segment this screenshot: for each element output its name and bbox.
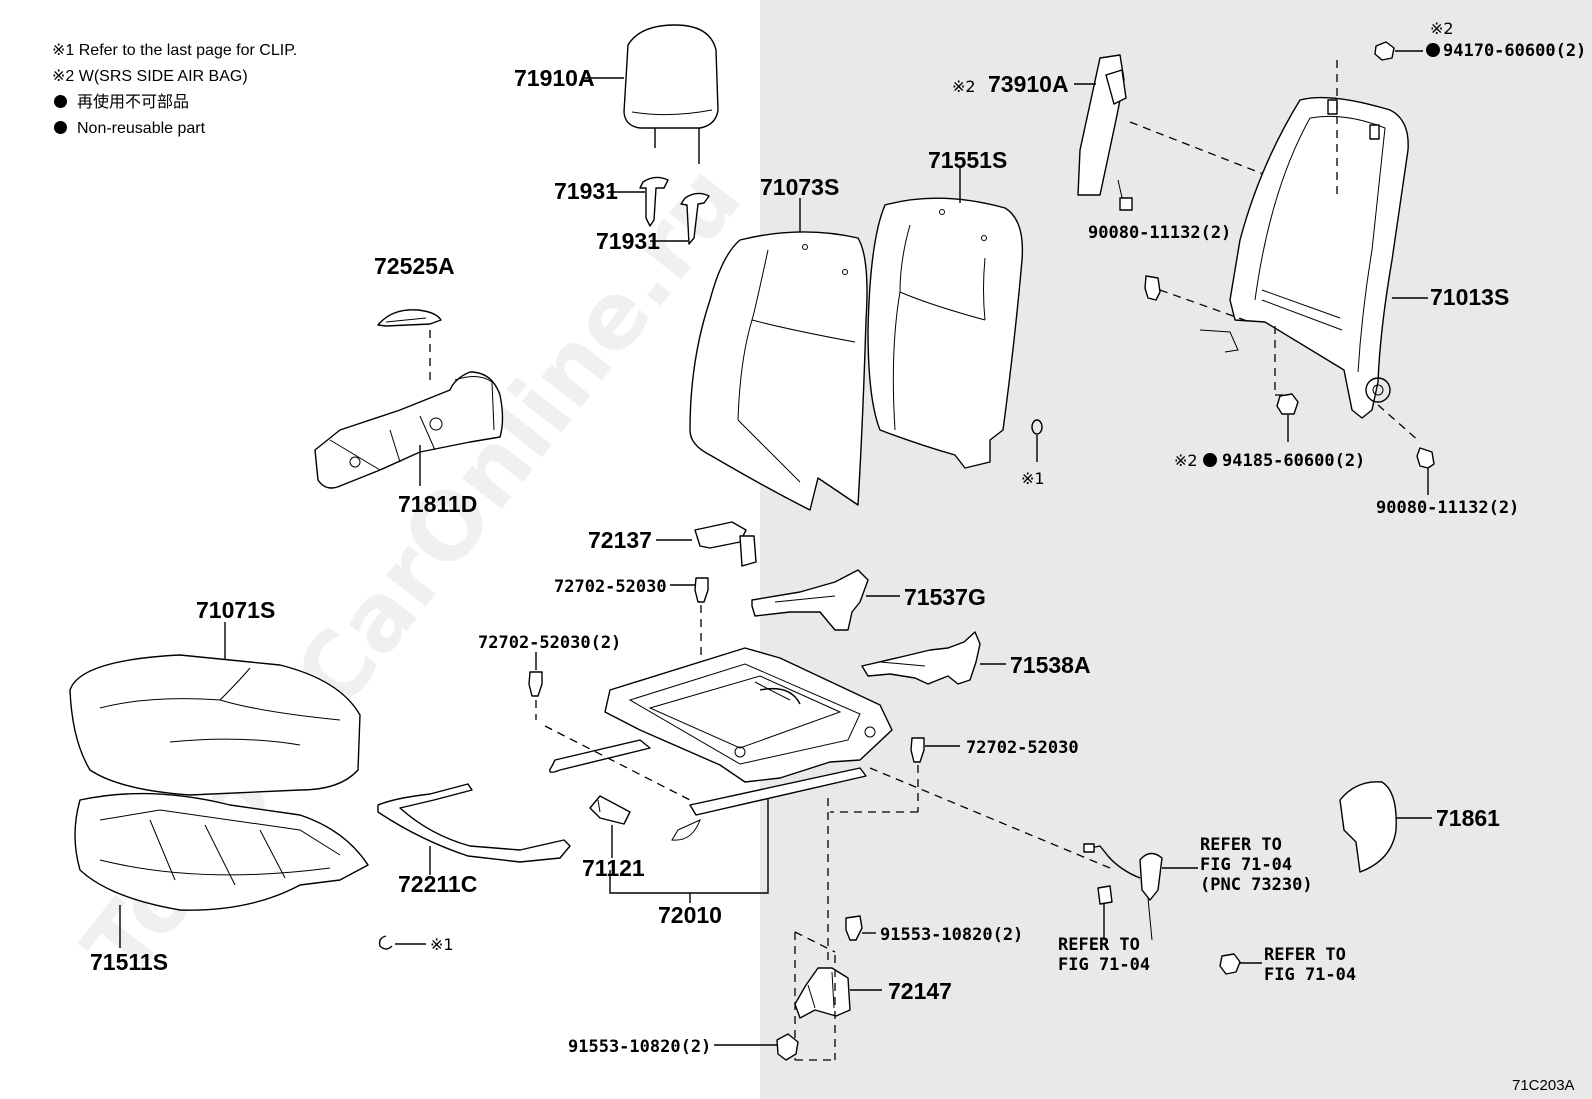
seatback-pad-drawing: [867, 197, 1024, 469]
dash-track-b: [869, 767, 1111, 869]
illustration-code: 71C203A: [1512, 1077, 1575, 1094]
label-71861: 71861: [1436, 805, 1500, 831]
clip-icon: [378, 935, 393, 950]
cushion-cover-drawing: [69, 654, 361, 796]
label-91553a: 91553-10820(2): [880, 925, 1023, 945]
mark-ref2-94170: ※2: [1430, 19, 1454, 38]
bullet-icon: [54, 121, 67, 134]
label-72137: 72137: [588, 527, 652, 553]
nut-icon: [1374, 41, 1395, 61]
note-en-text: Non-reusable part: [77, 120, 206, 137]
refer-a-line1: REFER TO: [1200, 835, 1282, 855]
refer-c-line2: FIG 71-04: [1264, 965, 1356, 985]
mark-ref2-94185: ※2: [1174, 451, 1198, 470]
headrest-drawing: [623, 24, 719, 164]
refer-b-line1: REFER TO: [1058, 935, 1140, 955]
shield-cover-drawing: [314, 309, 504, 489]
cover-71538A-drawing: [861, 631, 981, 685]
note-nonreusable-jp: 再使用不可部品: [52, 90, 297, 116]
label-71910A: 71910A: [514, 65, 595, 91]
mark-ref1-bottom: ※1: [430, 935, 454, 954]
bolt-icon: [910, 737, 925, 763]
dash-90080b: [1377, 404, 1421, 443]
headrest-guide-drawing: [639, 176, 710, 245]
label-71551S: 71551S: [928, 147, 1007, 173]
label-73910A: 73910A: [988, 71, 1069, 97]
label-71511S: 71511S: [90, 949, 168, 975]
label-90080b: 90080-11132(2): [1376, 498, 1519, 518]
note-srs: ※2 W(SRS SIDE AIR BAG): [52, 68, 248, 85]
mark-ref1-back: ※1: [1021, 469, 1045, 488]
note-nonreusable-en: Non-reusable part: [52, 116, 297, 142]
label-72010: 72010: [658, 902, 722, 928]
label-71013S: 71013S: [1430, 284, 1509, 310]
note-clip: ※1 Refer to the last page for CLIP.: [52, 42, 298, 59]
bolt-icon: [845, 915, 863, 941]
cover-71537G-drawing: [751, 569, 869, 631]
refer-a-line3: (PNC 73230): [1200, 875, 1313, 895]
dash-72147-c: [794, 931, 836, 953]
label-71538A: 71538A: [1010, 652, 1091, 678]
label-72702b: 72702-52030(2): [478, 633, 621, 653]
cover-71861-drawing: [1339, 781, 1397, 873]
seat-belt-buckle-drawing: [1083, 843, 1163, 941]
label-72702c: 72702-52030: [966, 738, 1079, 758]
label-91553b: 91553-10820(2): [568, 1037, 711, 1057]
bracket-72147-drawing: [794, 967, 851, 1019]
label-94170: 94170-60600(2): [1443, 41, 1586, 61]
label-71811D: 71811D: [398, 491, 477, 517]
label-71931b: 71931: [596, 228, 660, 254]
leader-72010: [609, 798, 769, 894]
label-71071S: 71071S: [196, 597, 275, 623]
label-94185: 94185-60600(2): [1222, 451, 1365, 471]
wire-72211C-drawing: [377, 783, 571, 863]
bolt-icon: [1144, 275, 1161, 301]
bolt-icon: [1416, 447, 1435, 469]
bracket-72137-drawing: [694, 521, 757, 567]
refer-b-line2: FIG 71-04: [1058, 955, 1150, 975]
label-71073S: 71073S: [760, 174, 839, 200]
refer-a-line2: FIG 71-04: [1200, 855, 1292, 875]
label-72525A: 72525A: [374, 253, 455, 279]
nonreusable-dot-94170: [1426, 43, 1440, 57]
label-72147: 72147: [888, 978, 952, 1004]
clip-icon: [1031, 419, 1043, 435]
nut-icon: [1276, 393, 1299, 415]
mark-ref2-73910A: ※2: [952, 77, 976, 96]
side-airbag-drawing: [1077, 54, 1133, 211]
seatback-frame-drawing: [1199, 96, 1409, 419]
nonreusable-dot-94185: [1203, 453, 1217, 467]
bolt-icon: [776, 1033, 799, 1061]
nut-icon: [1219, 953, 1241, 975]
seat-track-frame-drawing: [549, 647, 893, 841]
dash-90080a: [1159, 289, 1251, 323]
bracket-71121-drawing: [589, 795, 631, 825]
label-72702a: 72702-52030: [554, 577, 667, 597]
note-jp-text: 再使用不可部品: [77, 94, 190, 111]
label-90080a: 90080-11132(2): [1088, 223, 1231, 243]
label-71931a: 71931: [554, 178, 618, 204]
cushion-pad-drawing: [74, 792, 369, 911]
label-71537G: 71537G: [904, 584, 986, 610]
bolt-icon: [694, 577, 709, 603]
legend: ※1 Refer to the last page for CLIP. ※2 W…: [52, 38, 297, 142]
shaded-background: [760, 0, 1592, 1099]
refer-c-line1: REFER TO: [1264, 945, 1346, 965]
seatback-cover-drawing: [689, 231, 868, 511]
bolt-icon: [528, 671, 543, 697]
label-71121: 71121: [582, 855, 645, 881]
label-72211C: 72211C: [398, 871, 477, 897]
bullet-icon: [54, 95, 67, 108]
